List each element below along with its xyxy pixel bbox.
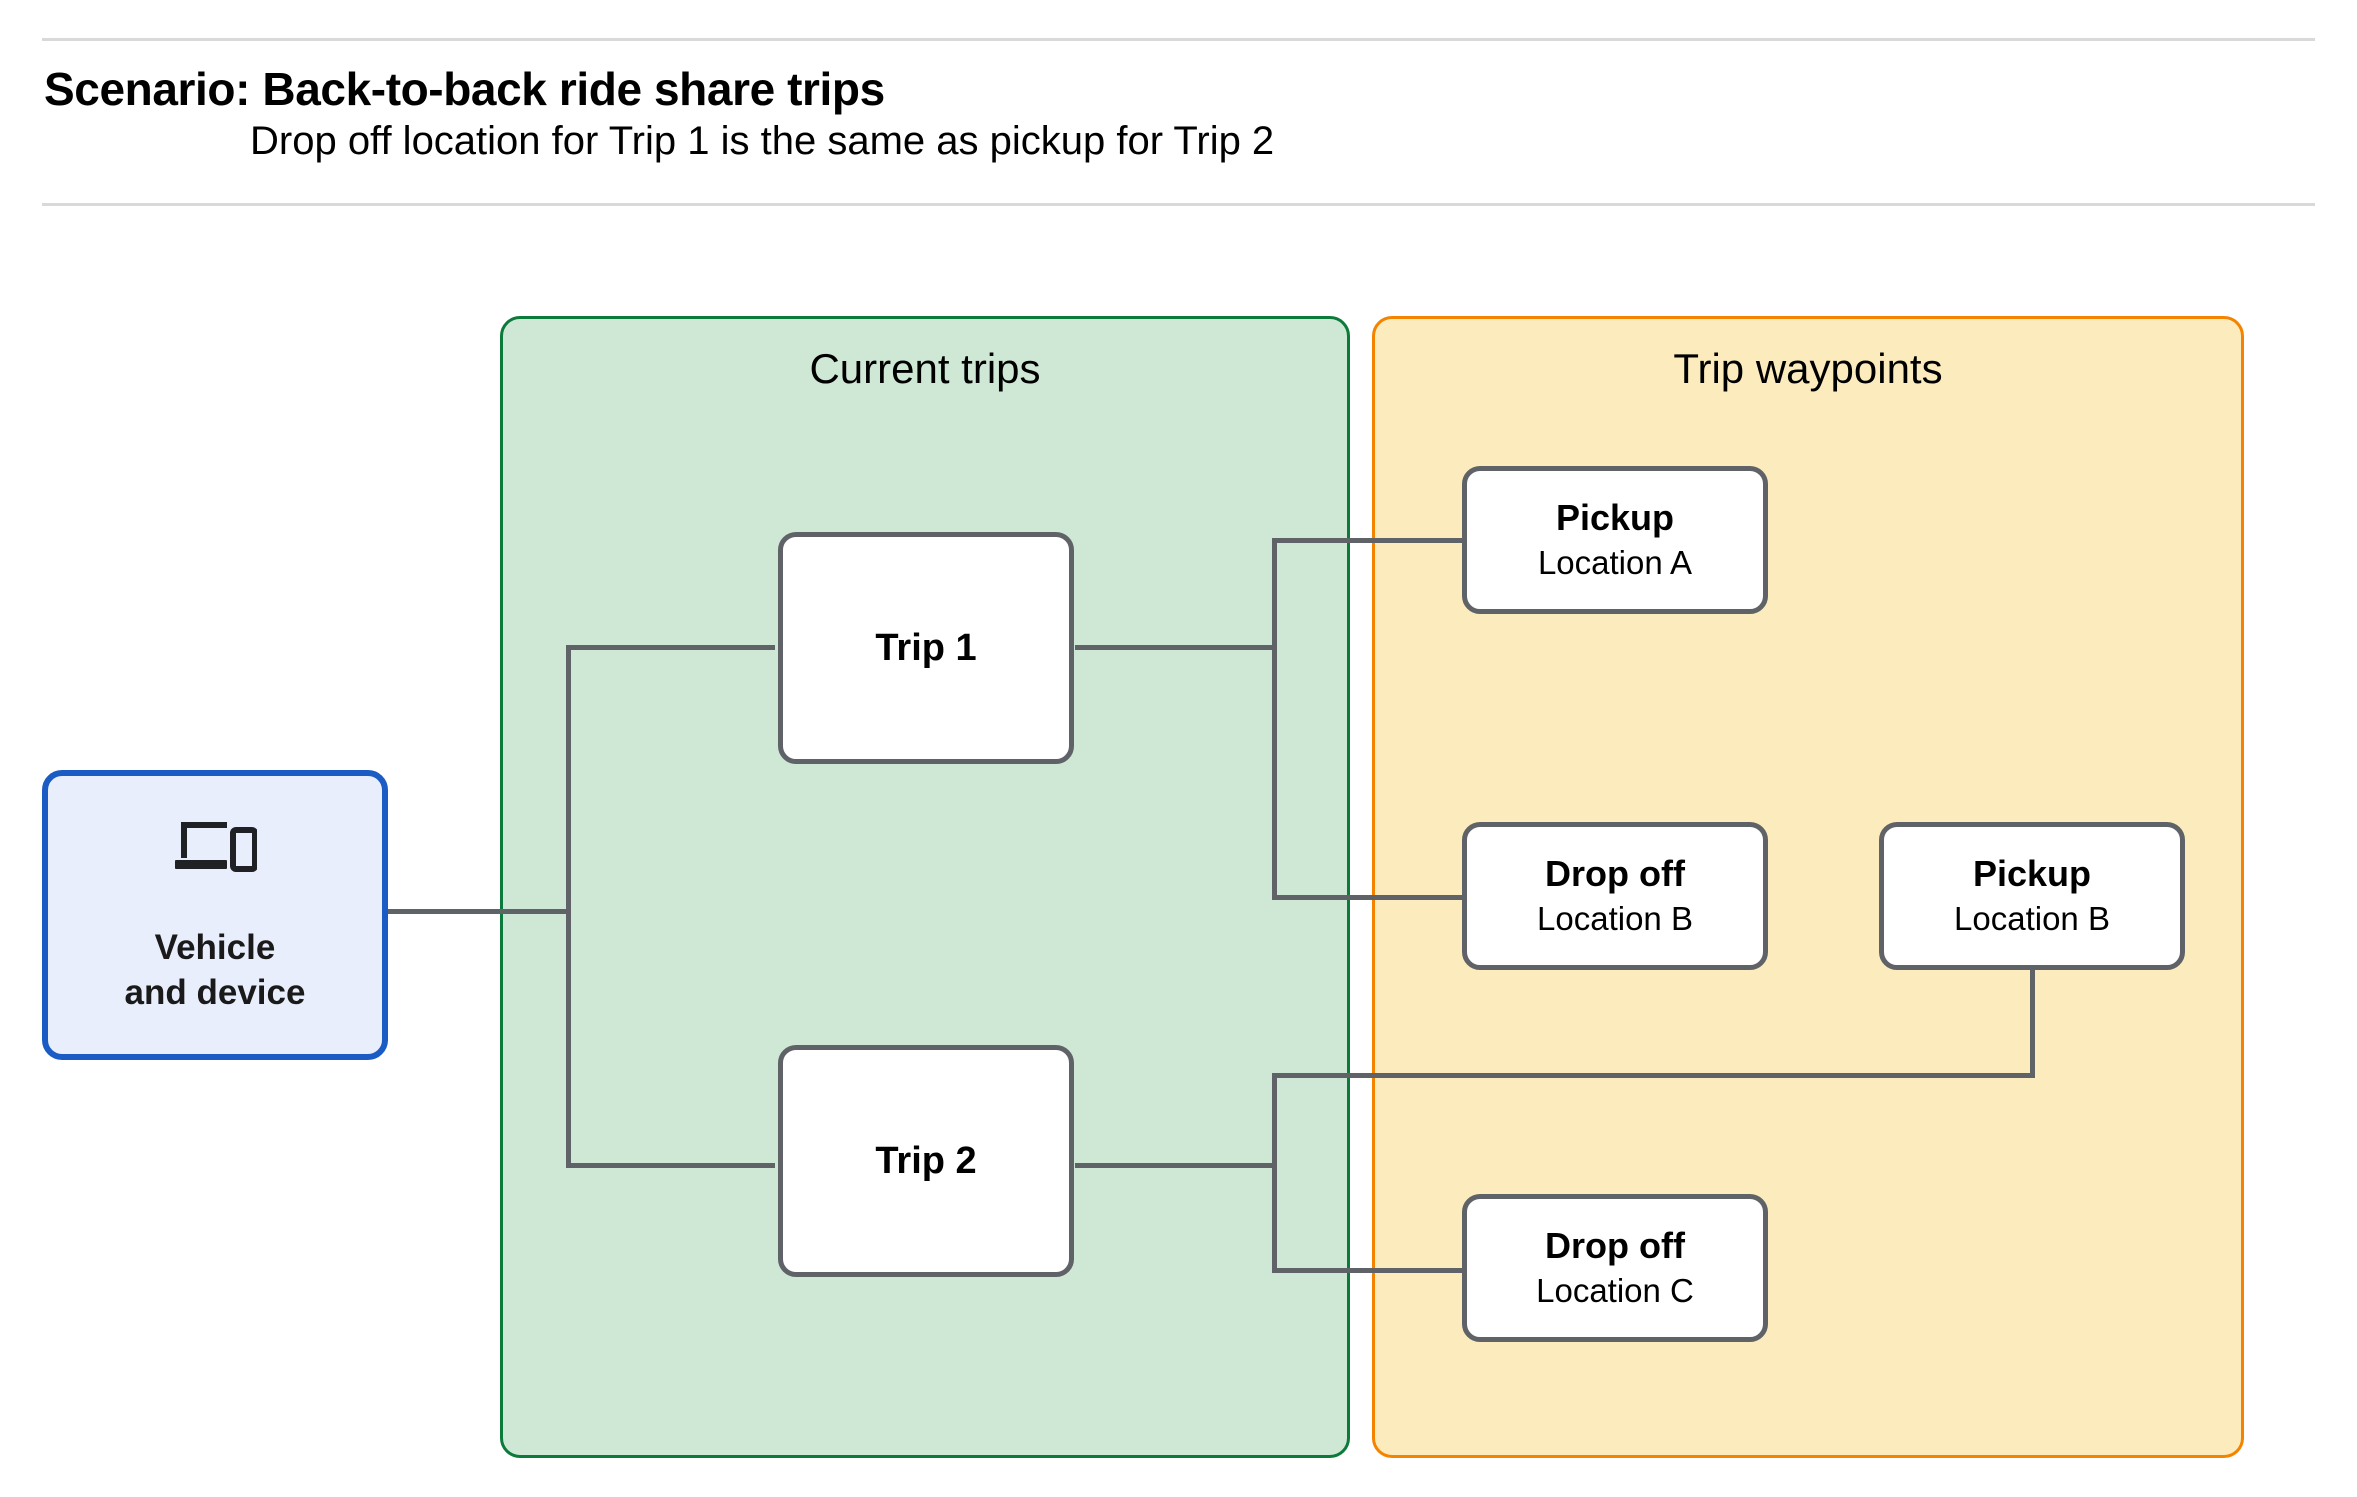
node-vehicle-and-device[interactable]: Vehicle and device (42, 770, 388, 1060)
page-subtitle: Drop off location for Trip 1 is the same… (250, 119, 1275, 163)
node-trip-2[interactable]: Trip 2 (778, 1045, 1074, 1277)
connector-trip1-junction-vertical (1272, 538, 1277, 900)
group-current-trips-title: Current trips (809, 345, 1041, 392)
node-trip-1[interactable]: Trip 1 (778, 532, 1074, 764)
connector-trip2-out (1075, 1163, 1275, 1168)
group-trip-waypoints-title: Trip waypoints (1673, 345, 1943, 392)
node-waypoint-pickup-b-type: Pickup (1972, 852, 2092, 894)
node-waypoint-dropoff-c-location: Location C (1536, 1272, 1694, 1310)
node-vehicle-label-line2: and device (124, 972, 306, 1012)
connector-trip2-to-pickup-b-horizontal (1272, 1073, 2035, 1078)
group-current-trips: Current trips (500, 316, 1350, 1458)
node-waypoint-pickup-a-type: Pickup (1555, 496, 1675, 538)
node-waypoint-pickup-a[interactable]: Pickup Location A (1462, 466, 1768, 614)
page-title: Scenario: Back-to-back ride share trips (44, 63, 885, 115)
devices-icon (173, 816, 257, 876)
connector-fan-to-trip2 (566, 1163, 775, 1168)
connector-trip2-to-pickup-b-vertical (2030, 960, 2035, 1078)
header-divider-bottom (42, 203, 2315, 206)
node-waypoint-dropoff-c-type: Drop off (1545, 1224, 1685, 1266)
node-trip-1-label: Trip 1 (875, 626, 977, 669)
connector-vehicle-to-fan (388, 909, 570, 914)
connector-trip1-to-pickup-a (1272, 538, 1464, 543)
connector-fan-vertical (566, 647, 571, 1168)
node-waypoint-dropoff-b[interactable]: Drop off Location B (1462, 822, 1768, 970)
node-vehicle-label-line1: Vehicle (154, 928, 276, 967)
connector-fan-to-trip1 (566, 645, 775, 650)
node-waypoint-dropoff-c[interactable]: Drop off Location C (1462, 1194, 1768, 1342)
node-waypoint-dropoff-b-type: Drop off (1545, 852, 1685, 894)
node-waypoint-pickup-b-location: Location B (1954, 900, 2110, 938)
connector-trip1-out (1075, 645, 1275, 650)
connector-trip1-to-dropoff-b (1272, 895, 1464, 900)
connector-trip2-junction-vertical (1272, 1073, 1277, 1273)
node-waypoint-pickup-b[interactable]: Pickup Location B (1879, 822, 2185, 970)
node-waypoint-dropoff-b-location: Location B (1537, 900, 1693, 938)
node-vehicle-label: Vehicle and device (125, 926, 306, 1016)
node-waypoint-pickup-a-location: Location A (1537, 544, 1693, 582)
connector-trip2-to-dropoff-c (1272, 1268, 1464, 1273)
node-trip-2-label: Trip 2 (875, 1139, 977, 1182)
header-divider-top (42, 38, 2315, 41)
